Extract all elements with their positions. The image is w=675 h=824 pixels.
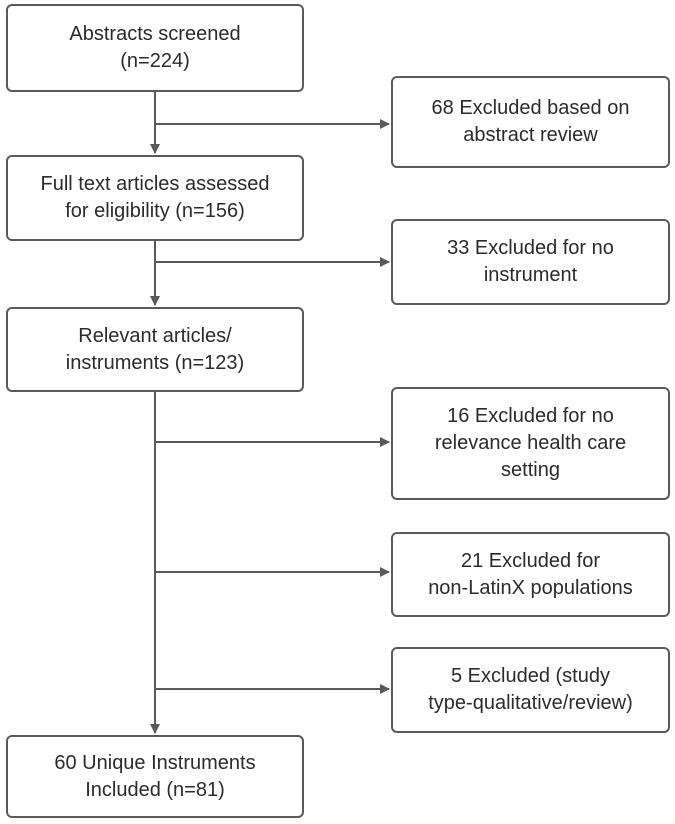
step-full-text-assessed: Full text articles assessed for eligibil… [6, 155, 304, 241]
exclusion-non-latinx-populations-line-1: 21 Excluded for [461, 549, 600, 572]
step-unique-instruments-included: 60 Unique Instruments Included (n=81) [6, 735, 304, 818]
exclusion-study-type-line-1: 5 Excluded (study [451, 665, 610, 687]
exclusion-abstract-review: 68 Excluded based on abstract review [391, 76, 670, 168]
step-full-text-assessed-line-1: Full text articles assessed [40, 173, 270, 195]
step-relevant-articles: Relevant articles/ instruments (n=123) [6, 307, 304, 392]
step-unique-instruments-included-line-2: Included (n=81) [85, 778, 225, 801]
exclusion-abstract-review-line-2: abstract review [463, 124, 598, 146]
exclusion-no-instrument-line-2: instrument [483, 264, 578, 286]
step-abstracts-screened: Abstracts screened (n=224) [6, 4, 304, 92]
step-relevant-articles-line-1: Relevant articles/ [78, 324, 232, 347]
step-relevant-articles-line-2: instruments (n=123) [65, 351, 245, 374]
exclusion-study-type: 5 Excluded (study type-qualitative/revie… [391, 647, 670, 733]
exclusion-no-instrument: 33 Excluded for no instrument [391, 219, 670, 305]
exclusion-study-type-line-2: type-qualitative/review) [428, 692, 633, 714]
exclusion-non-latinx-populations-line-2: non-LatinX populations [428, 576, 633, 599]
step-abstracts-screened-line-2: (n=224) [120, 50, 190, 72]
exclusion-non-latinx-populations: 21 Excluded for non-LatinX populations [391, 532, 670, 617]
exclusion-abstract-review-line-1: 68 Excluded based on [431, 97, 630, 119]
step-full-text-assessed-line-2: for eligibility (n=156) [65, 200, 245, 222]
exclusion-no-relevance-setting: 16 Excluded for no relevance health care… [391, 387, 670, 500]
exclusion-no-relevance-setting-line-2: relevance health care [434, 432, 627, 454]
exclusion-no-relevance-setting-line-3: setting [501, 459, 560, 481]
step-abstracts-screened-line-1: Abstracts screened [69, 23, 241, 45]
exclusion-no-instrument-line-1: 33 Excluded for no [447, 237, 614, 259]
step-unique-instruments-included-line-1: 60 Unique Instruments [54, 751, 256, 774]
exclusion-no-relevance-setting-line-1: 16 Excluded for no [447, 405, 614, 427]
